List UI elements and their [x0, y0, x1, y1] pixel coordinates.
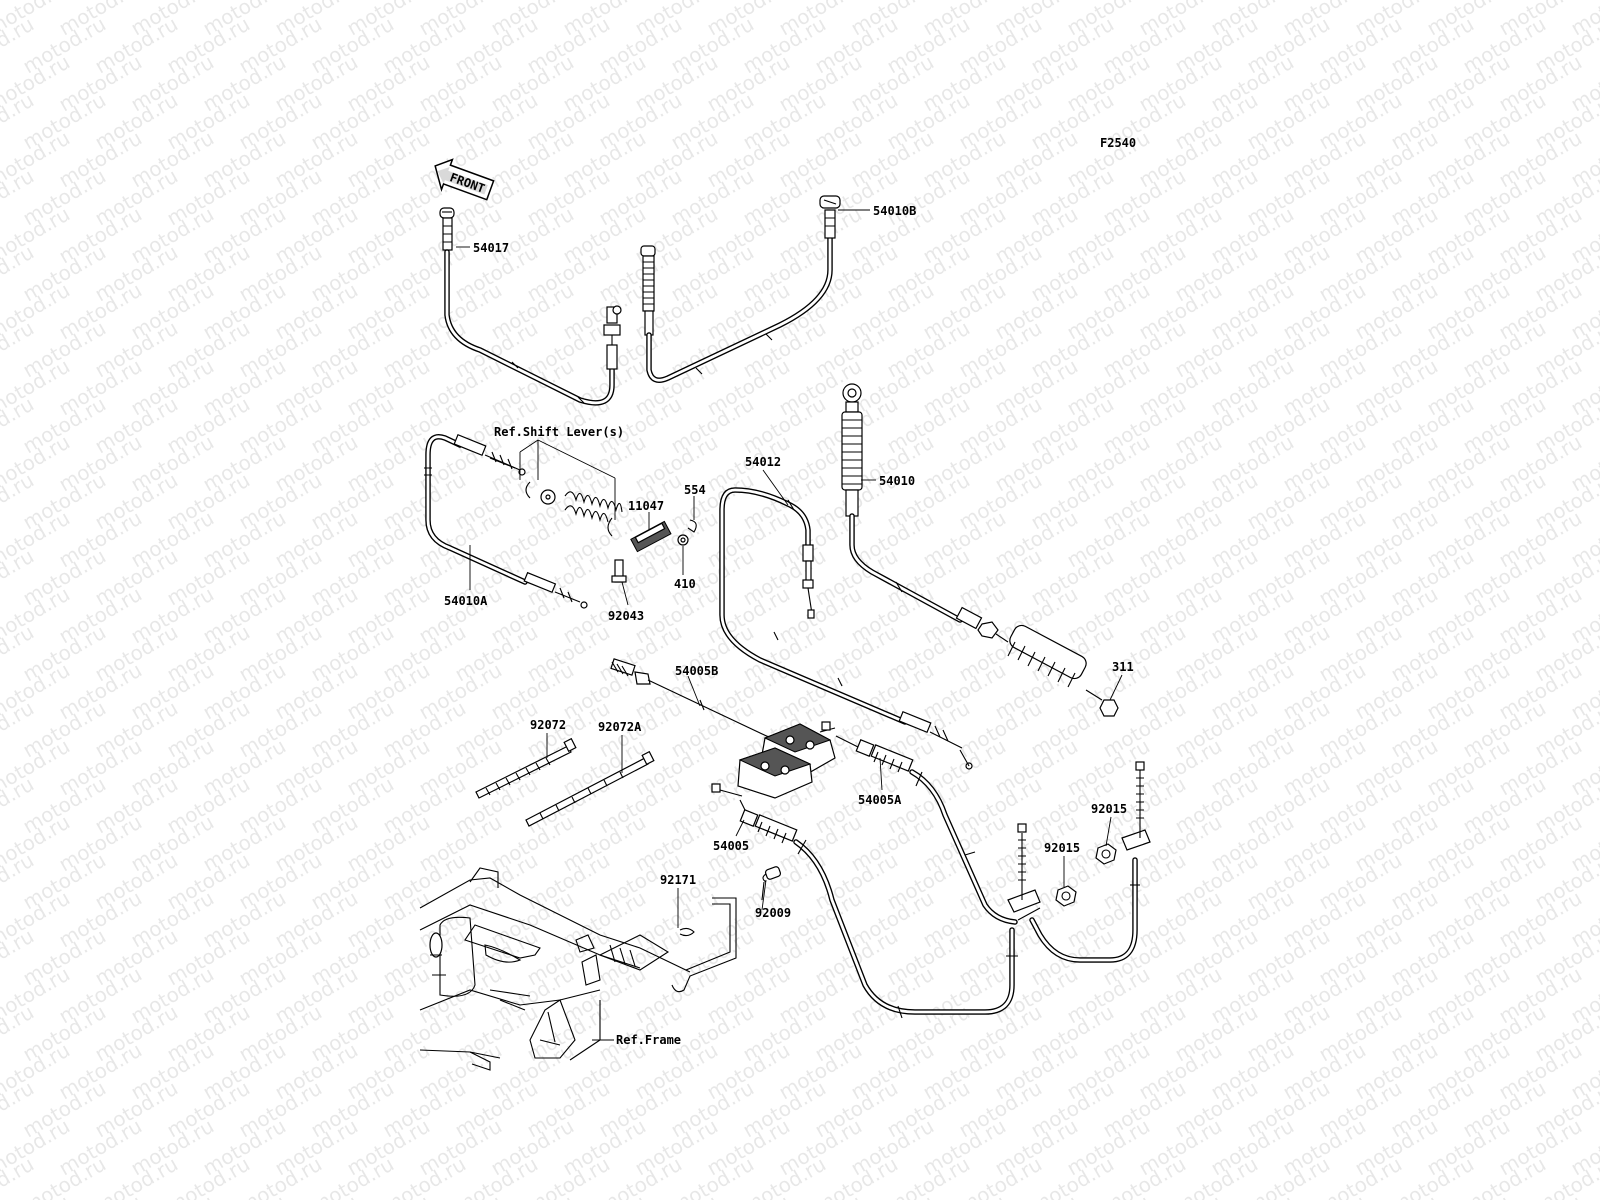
part-label-54017: 54017 — [473, 241, 509, 255]
part-label-92072A: 92072A — [598, 720, 642, 734]
ref-frame-label: Ref.Frame — [616, 1033, 681, 1047]
cable-54010B — [640, 195, 841, 383]
part-label-54005: 54005 — [713, 839, 749, 853]
part-label-54005B: 54005B — [675, 664, 718, 678]
part-label-54005A: 54005A — [858, 793, 902, 807]
diagram-code: F2540 — [1100, 136, 1136, 150]
leader-lines — [456, 209, 1123, 1041]
frame-reference — [419, 867, 691, 1071]
part-label-54010A: 54010A — [444, 594, 488, 608]
part-labels: 54017 54010B 54012 54010 Ref.Shift Lever… — [444, 204, 1134, 1047]
cable-54010A — [424, 433, 588, 609]
part-label-54012: 54012 — [745, 455, 781, 469]
part-label-11047: 11047 — [628, 499, 664, 513]
part-label-554: 554 — [684, 483, 706, 497]
part-label-410: 410 — [674, 577, 696, 591]
part-label-92171: 92171 — [660, 873, 696, 887]
front-arrow-icon: FRONT — [434, 158, 495, 201]
cable-54017 — [439, 207, 622, 406]
cable-54010 — [841, 383, 1119, 717]
part-label-92015-lower: 92015 — [1044, 841, 1080, 855]
nuts-92015 — [1055, 843, 1117, 907]
cable-54012 — [719, 487, 973, 770]
part-label-54010: 54010 — [879, 474, 915, 488]
ref-shift-lever-label: Ref.Shift Lever(s) — [494, 425, 624, 439]
part-label-311: 311 — [1112, 660, 1134, 674]
part-label-92015-upper: 92015 — [1091, 802, 1127, 816]
shift-hardware — [525, 481, 697, 583]
part-label-54010B: 54010B — [873, 204, 916, 218]
part-label-92072: 92072 — [530, 718, 566, 732]
part-label-92009: 92009 — [755, 906, 791, 920]
straps — [475, 737, 655, 827]
clamp-92171 — [671, 866, 782, 993]
cable-54005-assembly — [610, 658, 1151, 1019]
part-label-92043: 92043 — [608, 609, 644, 623]
